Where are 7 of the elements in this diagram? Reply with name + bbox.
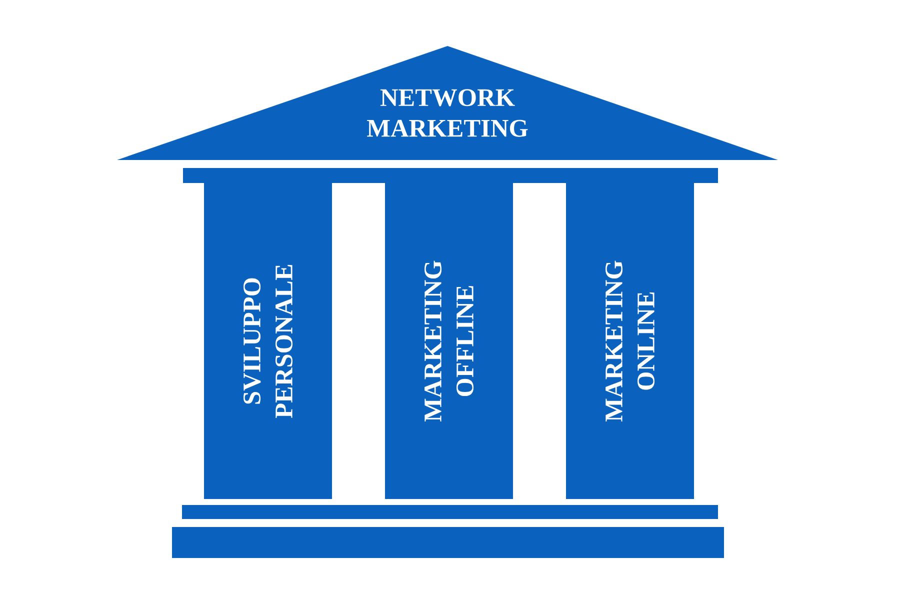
beam-bar [183,168,718,183]
base-step [182,505,718,519]
roof-triangle: NETWORK MARKETING [117,46,778,160]
base-step [172,527,724,558]
node-label: MARKETING ONLINE [605,260,655,422]
node-label: MARKETING OFFLINE [424,260,474,422]
node-label: SVILUPPO PERSONALE [244,264,293,418]
